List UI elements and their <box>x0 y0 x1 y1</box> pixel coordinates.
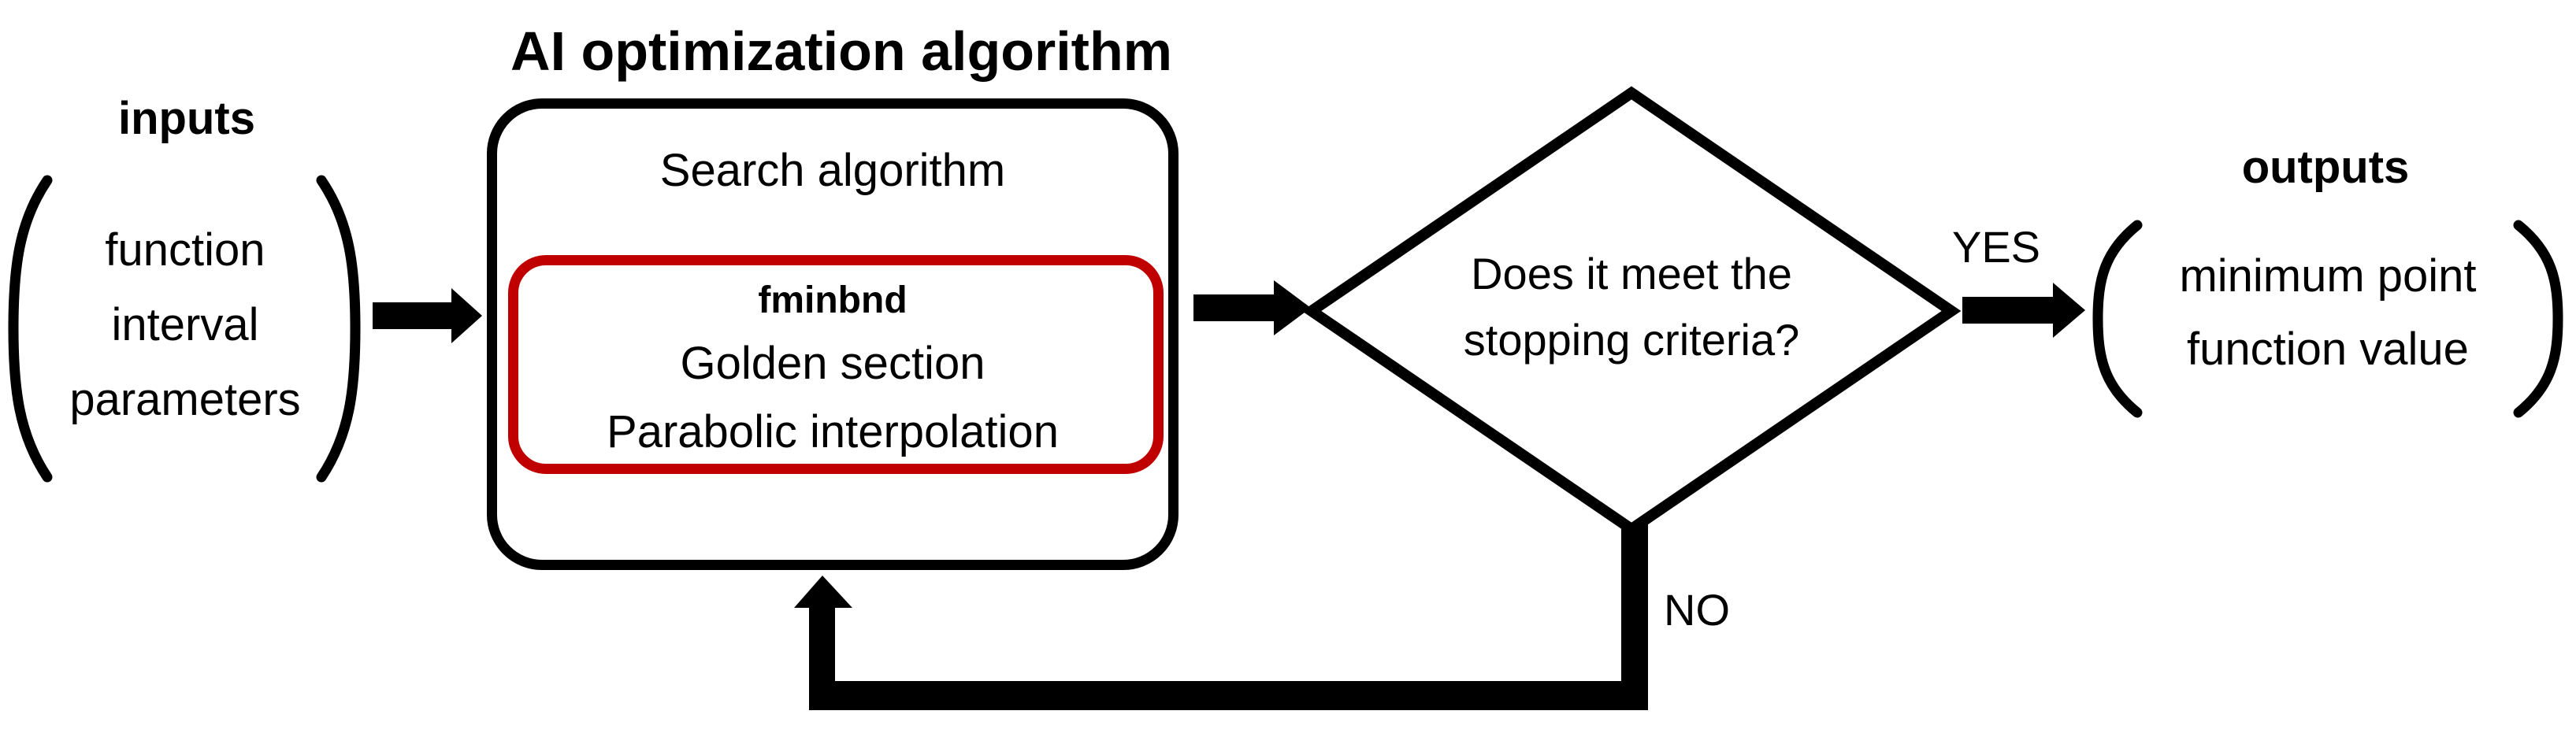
input-item-parameters: parameters <box>69 374 301 425</box>
decision-question-line1: Does it meet the <box>1471 249 1792 298</box>
fminbnd-box <box>508 255 1164 474</box>
decision-diamond <box>1301 86 1962 536</box>
inputs-label: inputs <box>118 93 255 144</box>
no-feedback-path <box>794 524 1648 710</box>
yes-label: YES <box>1951 222 2041 272</box>
inputs-bracket-right <box>316 175 361 483</box>
arrow-yes-to-outputs <box>1962 283 2085 338</box>
method-parabolic-interpolation: Parabolic interpolation <box>607 406 1059 457</box>
output-item-minimum-point: minimum point <box>2179 250 2477 302</box>
fminbnd-label: fminbnd <box>758 280 908 321</box>
decision-question: Does it meet the stopping criteria? <box>1464 241 1799 373</box>
outputs-label: outputs <box>2241 142 2410 193</box>
no-label: NO <box>1664 585 1730 635</box>
no-feedback-segment-up <box>809 606 835 710</box>
arrow-inputs-to-algorithm <box>373 288 482 343</box>
inputs-list: function interval parameters <box>69 213 300 437</box>
input-item-function: function <box>105 224 265 276</box>
outputs-bracket-right <box>2513 220 2563 418</box>
input-item-interval: interval <box>111 299 259 350</box>
no-feedback-segment-down <box>1621 524 1648 710</box>
search-algorithm-label: Search algorithm <box>659 145 1006 196</box>
algorithm-title: AI optimization algorithm <box>510 20 1172 82</box>
output-item-function-value: function value <box>2187 324 2469 375</box>
decision-question-line2: stopping criteria? <box>1463 315 1800 365</box>
outputs-bracket-left <box>2092 220 2143 418</box>
no-feedback-segment-across <box>809 681 1648 710</box>
inputs-bracket-left <box>8 175 53 483</box>
method-golden-section: Golden section <box>680 338 985 389</box>
algorithm-box <box>487 98 1179 570</box>
arrow-algorithm-to-decision <box>1193 280 1311 335</box>
no-feedback-arrowhead <box>794 576 852 608</box>
outputs-list: minimum point function value <box>2179 239 2476 386</box>
